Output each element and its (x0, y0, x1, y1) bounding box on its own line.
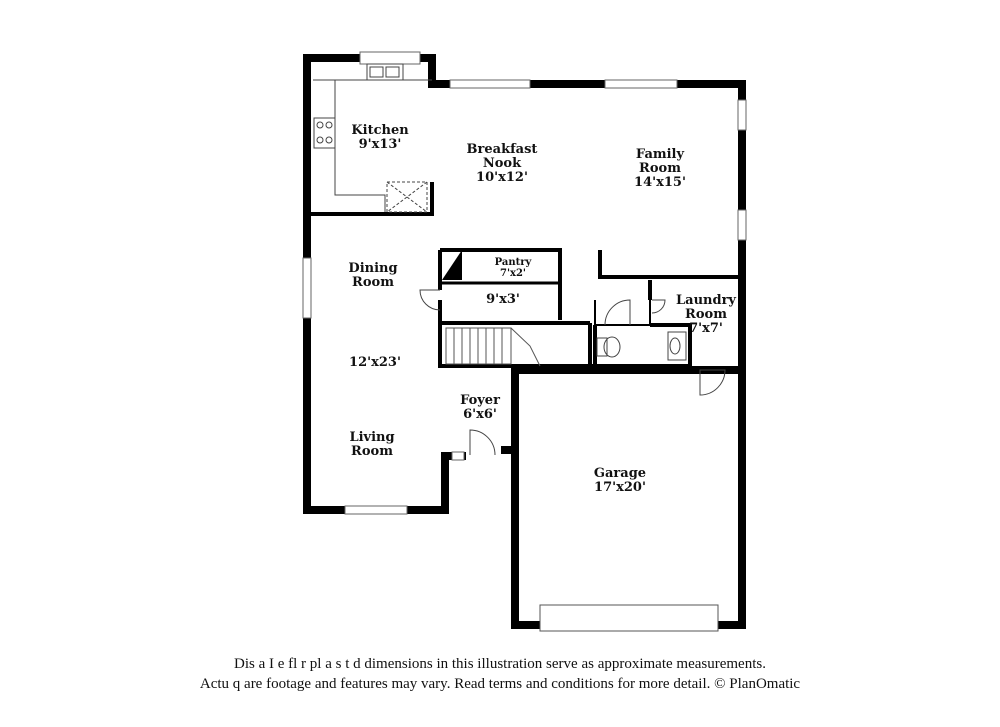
pantry-shelf (442, 250, 462, 280)
disclaimer-line-1: Dis a I e fl r pl a s t d dimensions in … (234, 656, 766, 672)
living-room-name-2: Room (351, 444, 393, 459)
breakfast-nook-name-2: Nook (483, 156, 522, 171)
family-room-size: 14'x15' (634, 175, 686, 190)
garage-name: Garage (594, 466, 646, 481)
interior-walls (310, 79, 742, 368)
laundry-room-name-1: Laundry (676, 293, 736, 308)
kitchen-name: Kitchen (351, 123, 409, 138)
kitchen-size: 9'x13' (359, 137, 402, 152)
foyer-size: 6'x6' (463, 407, 497, 422)
breakfast-nook-name-1: Breakfast (467, 142, 538, 157)
dining-room-name-1: Dining (348, 261, 397, 276)
family-room-name-2: Room (639, 161, 681, 176)
laundry-room-size: 7'x7' (689, 321, 723, 336)
laundry-room-name-2: Room (685, 307, 727, 322)
disclaimer-line-2: Actu q are footage and features may vary… (199, 676, 801, 692)
dining-room-name-2: Room (352, 275, 394, 290)
dining-living-size: 12'x23' (349, 355, 401, 370)
stairs (445, 327, 541, 367)
breakfast-nook-size: 10'x12' (476, 170, 528, 185)
pantry-name: Pantry (495, 257, 533, 268)
kitchen-fixtures (313, 63, 428, 213)
closet-size: 9'x3' (486, 292, 520, 307)
pantry-size: 7'x2' (500, 268, 526, 279)
family-room-name-1: Family (636, 147, 685, 162)
room-labels: Kitchen 9'x13' Breakfast Nook 10'x12' Fa… (348, 123, 736, 495)
doors (419, 289, 726, 456)
living-room-name-1: Living (349, 430, 394, 445)
windows (302, 51, 747, 632)
garage-size: 17'x20' (594, 480, 646, 495)
foyer-name: Foyer (460, 393, 500, 408)
bath-fixtures (596, 331, 687, 361)
